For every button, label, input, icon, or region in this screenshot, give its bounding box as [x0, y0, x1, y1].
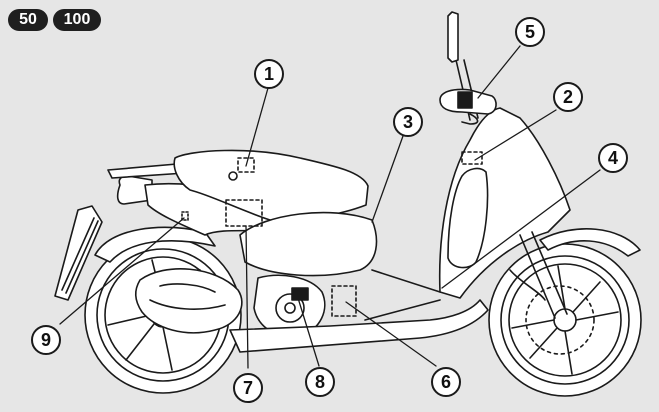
side-cover [239, 211, 378, 277]
front-fork [519, 231, 568, 319]
callout-7: 7 [233, 373, 263, 403]
callout-4: 4 [598, 143, 628, 173]
badge-100: 100 [53, 9, 101, 31]
engine [253, 274, 326, 338]
mirror [447, 11, 459, 63]
marker-box-6 [331, 285, 357, 317]
leader-lines [59, 45, 601, 369]
callout-3: 3 [393, 107, 423, 137]
badge-50: 50 [8, 9, 48, 31]
marker-box-7 [225, 199, 263, 227]
front-fender [539, 228, 641, 257]
callout-8: 8 [305, 367, 335, 397]
rear-fender [94, 226, 216, 263]
callout-2: 2 [553, 82, 583, 112]
callout-5: 5 [515, 17, 545, 47]
callout-1: 1 [254, 59, 284, 89]
callout-9: 9 [31, 325, 61, 355]
callout-6: 6 [431, 367, 461, 397]
marker-box-1 [237, 157, 255, 173]
marker-box-2 [461, 151, 483, 165]
floorboard [229, 299, 489, 353]
front-wheel [488, 243, 642, 397]
